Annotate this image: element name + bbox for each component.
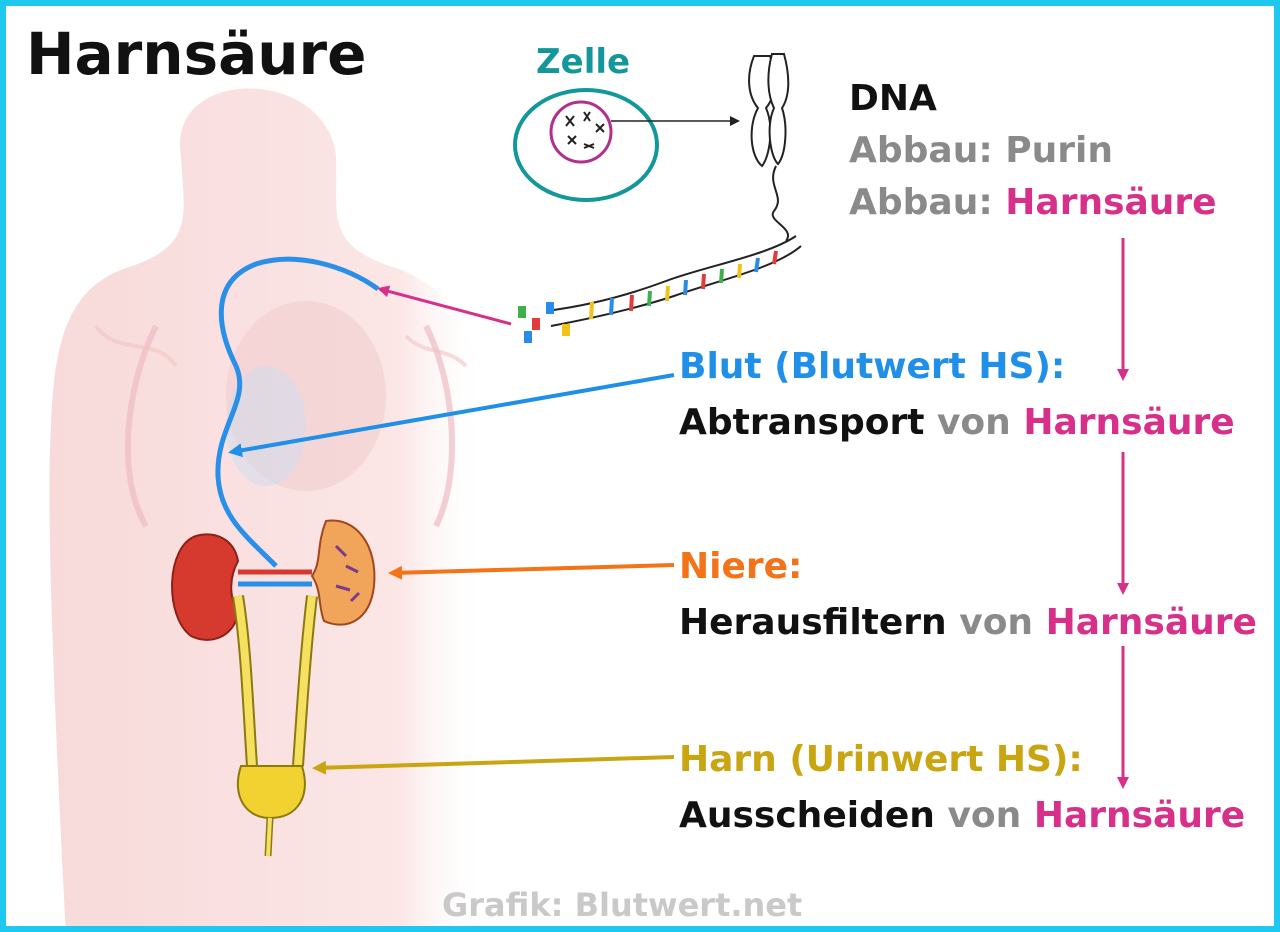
cell-label: Zelle <box>536 42 631 82</box>
urinary-system-illustration <box>171 519 376 857</box>
blood-description: Abtransport von Harnsäure <box>679 402 1235 443</box>
urine-action: Ausscheiden <box>679 795 935 836</box>
cell-illustration <box>513 88 659 202</box>
kidney-description: Herausfiltern von Harnsäure <box>679 602 1257 643</box>
chromosome-dna-illustration <box>518 53 802 343</box>
purine-to-blood-arrow <box>377 285 512 326</box>
uric-acid-step-prefix: Abbau: <box>849 182 993 223</box>
blood-vessel <box>215 256 380 568</box>
uric-acid-step-value: Harnsäure <box>1005 182 1217 223</box>
blood-substance: Harnsäure <box>1023 402 1235 443</box>
purine-step-value: Purin <box>1005 130 1114 171</box>
purine-step: Abbau: Purin <box>849 130 1113 171</box>
kidney-stage-arrow <box>388 563 675 580</box>
purine-step-prefix: Abbau: <box>849 130 993 171</box>
kidney-connector: von <box>959 602 1034 643</box>
urine-heading: Harn (Urinwert HS): <box>679 739 1083 780</box>
diagram-artwork <box>49 53 1129 926</box>
page-title: Harnsäure <box>26 20 367 88</box>
kidney-substance: Harnsäure <box>1045 602 1257 643</box>
torso-illustration <box>49 88 486 926</box>
credit-text: Grafik: Blutwert.net <box>442 886 803 924</box>
dna-label: DNA <box>849 78 937 119</box>
kidney-heading: Niere: <box>679 546 803 587</box>
urine-connector: von <box>947 795 1022 836</box>
blood-connector: von <box>936 402 1011 443</box>
uric-acid-step: Abbau: Harnsäure <box>849 182 1217 223</box>
blood-action: Abtransport <box>679 402 925 443</box>
urine-description: Ausscheiden von Harnsäure <box>679 795 1245 836</box>
urine-substance: Harnsäure <box>1033 795 1246 836</box>
kidney-action: Herausfiltern <box>679 602 947 643</box>
urine-stage-arrow <box>312 755 675 775</box>
blood-heading: Blut (Blutwert HS): <box>679 346 1066 387</box>
blood-stage-arrow <box>228 373 675 458</box>
